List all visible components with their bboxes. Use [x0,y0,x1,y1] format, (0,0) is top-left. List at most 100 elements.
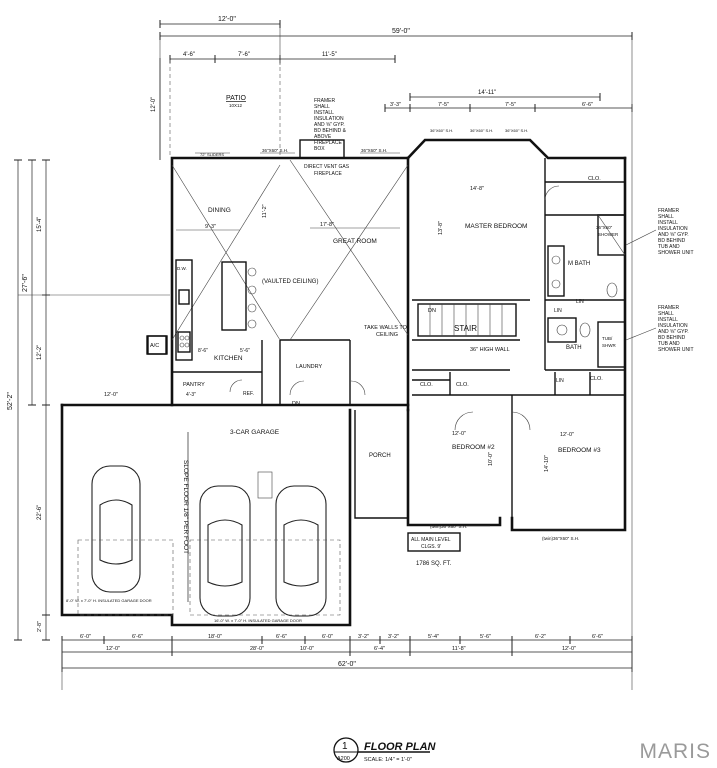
bath-label: BATH [566,345,582,351]
left-dimension-lines [14,58,170,641]
framer-top-5: AND ⅝" GYP. [314,122,345,128]
framer-top-7: ABOVE [314,134,332,140]
dim-right-seg-4: 6'-6" [582,102,593,108]
dim-bottom-row2-4: 6'-4" [374,646,385,652]
take-walls-2: CEILING [376,332,398,338]
dim-bottom-overall: 62'-0" [338,661,356,668]
main-level-note-box [407,532,461,552]
ref-label: REF. [243,391,254,397]
patio-size: 10X12 [229,103,243,108]
dim-bottom-3: 18'-0" [208,634,222,640]
dim-kitchen-a: 8'-6" [198,348,208,354]
dim-dining-v: 11'-2" [262,204,268,218]
dim-left-small: 12'-0" [151,97,157,112]
laundry-label: LAUNDRY [296,364,323,370]
dim-left-bottom: 2'-8" [37,621,43,632]
title-text: FLOOR PLAN [364,741,437,753]
dim-bottom-9: 5'-6" [480,634,491,640]
dim-garage-width-left: 12'-0" [104,392,118,398]
great-room-label: GREAT ROOM [333,238,377,245]
dim-bottom-10: 6'-2" [535,634,546,640]
dim-dining: 9'-3" [205,224,216,230]
bottom-dimension-lines [61,636,633,690]
dim-bottom-6: 3'-2" [358,634,369,640]
window-master-1: 36"X60" S.H. [430,128,453,133]
dim-bottom-row2-1: 12'-0" [106,646,120,652]
framer-top-1: FRAMER [314,98,336,104]
dining-label: DINING [208,207,231,214]
dim-bed2: 12'-0" [452,431,466,437]
title-scale: SCALE: 1/4" = 1'-0" [364,757,412,763]
framer-right2-6: BD BEHIND [658,335,686,341]
framer-right1-7: TUB AND [658,244,680,250]
dim-right-seg-1: 3'-3" [390,102,401,108]
dim-left-garage: 22'-6" [37,505,43,520]
lin-label-1: LIN [554,308,562,314]
dim-bed2-v: 10'-0" [488,452,494,466]
dim-pantry: 4'-3" [186,392,196,398]
framer-right2-7: TUB AND [658,341,680,347]
dim-master-v: 13'-8" [438,221,444,235]
garage-label: 3-CAR GARAGE [230,429,280,436]
framer-right1-1: FRAMER [658,208,680,214]
high-wall-label: 36" HIGH WALL [470,347,510,353]
fireplace-label-2: FIREPLACE [314,171,342,177]
bedroom2-label: BEDROOM #2 [452,444,495,451]
tub-shwr-label-1: TUB/ [602,336,613,341]
dim-left-top: 15'-4" [37,217,43,232]
framer-right1-6: BD BEHIND [658,238,686,244]
interior-walls [172,158,625,530]
framer-top-3: INSTALL [314,110,334,116]
window-top-2: 36"X60" S.H. [361,148,387,153]
framer-right1-5: AND ⅝" GYP. [658,232,689,238]
tub-shwr-label-2: SHWR [602,343,616,348]
framer-top-6: BD BEHIND & [314,128,347,134]
clo-b-label: CLO. [456,382,469,388]
framer-right2-5: AND ⅝" GYP. [658,329,689,335]
dim-right-seg-3: 7'-5" [505,102,516,108]
window-master-3: 36"X60" S.H. [505,128,528,133]
fireplace-label-1: DIRECT VENT GAS [304,164,350,170]
window-marks [195,152,600,531]
dim-bottom-row2-2: 28'-0" [250,646,264,652]
garage-door-right-label: 16'-0" W. x 7'-0" H. INSULATED GARAGE DO… [214,618,302,623]
sliders-label: 72" SLIDERS [200,152,224,157]
dim-patio-left: 4'-6" [183,52,195,58]
stairs [417,303,517,337]
framer-top-2: SHALL [314,104,330,110]
clo-master-label: CLO. [588,176,601,182]
framer-right1-3: INSTALL [658,220,678,226]
clo-a-label: CLO. [420,382,433,388]
dim-left-mid: 12'-2" [37,345,43,360]
stair-label: STAIR [454,324,477,333]
dim-upper-mid: 11'-5" [322,52,337,58]
shower-label-2: SHOWER [598,232,619,237]
take-walls-1: TAKE WALLS TO [364,325,408,331]
ac-box [146,335,168,355]
dim-master: 14'-8" [470,186,484,192]
dim-left-upper: 27'-6" [22,274,29,292]
lin-label-2: LIN [576,299,584,305]
bath-fixtures [547,214,626,368]
dn-label-1: DN [428,308,436,314]
kitchen-label: KITCHEN [214,355,243,362]
vaulted-ceiling-lines [171,159,409,341]
dim-great-room: 17'-8" [320,222,334,228]
top-dimension-lines [159,20,633,640]
framer-right1-2: SHALL [658,214,674,220]
bedroom3-label: BEDROOM #3 [558,447,601,454]
porch-label: PORCH [369,453,391,459]
dim-bottom-row2-6: 12'-0" [562,646,576,652]
framer-right2-2: SHALL [658,311,674,317]
framer-top-9: BOX [314,146,325,152]
dim-bottom-8: 5'-4" [428,634,439,640]
exterior-walls [60,138,627,627]
watermark-logo: MARIS [639,740,711,763]
framer-right1-4: INSULATION [658,226,688,232]
framer-right2-4: INSULATION [658,323,688,329]
dim-patio-right: 7'-6" [238,52,250,58]
patio [169,60,281,155]
dim-bottom-5: 6'-0" [322,634,333,640]
framer-top-4: INSULATION [314,116,344,122]
